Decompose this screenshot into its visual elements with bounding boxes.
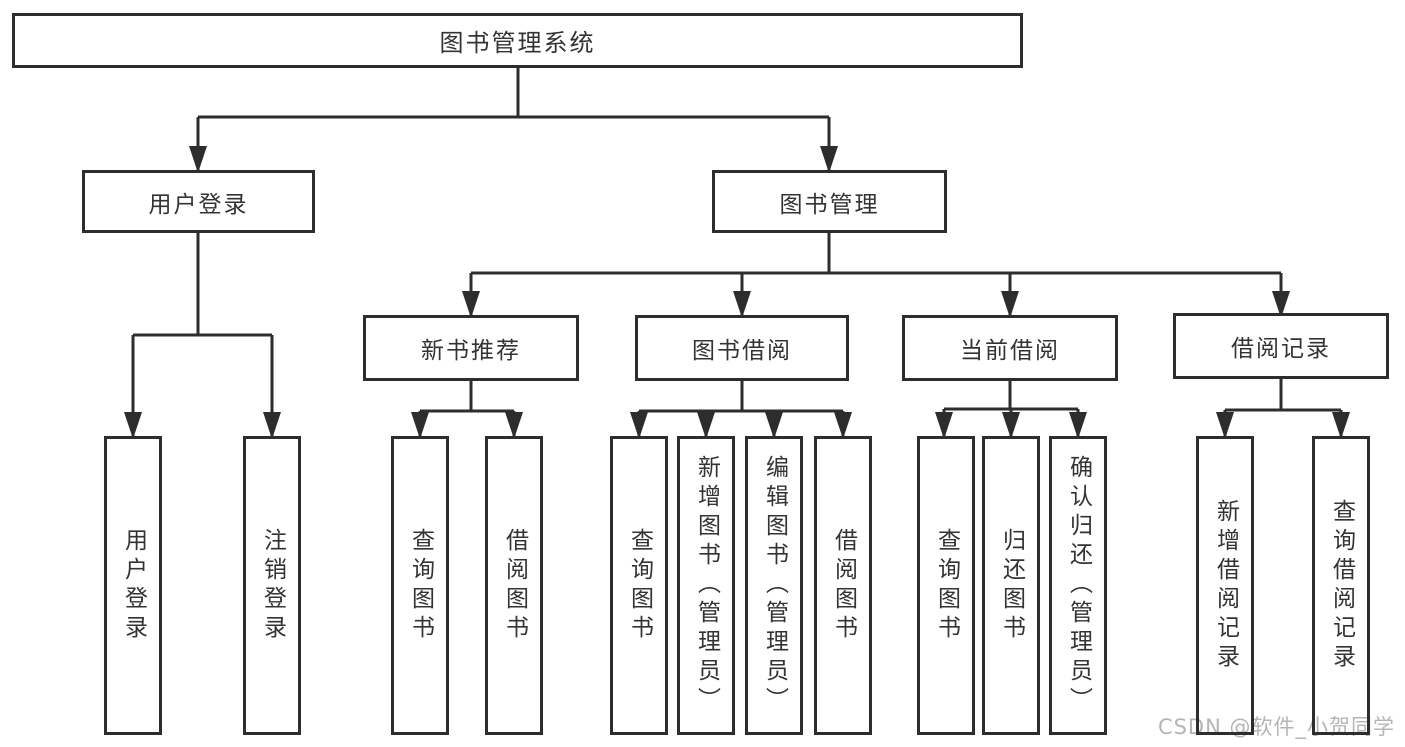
node-current-borrow-label: 当前借阅	[960, 338, 1060, 364]
leaf-logout-label: 注销登录	[259, 527, 286, 644]
leaf-borrow-add-book-label: 新增图书（管理员）	[693, 455, 720, 716]
connector-user-login	[124, 233, 281, 439]
leaf-borrow-borrow-book-label: 借阅图书	[830, 527, 857, 644]
leaf-newrec-borrow-book: 借阅图书	[485, 436, 543, 735]
node-book-management-label: 图书管理	[779, 191, 880, 218]
connector-book-management	[462, 233, 1290, 318]
connector-borrow-records	[1216, 378, 1350, 439]
leaf-newrec-borrow-book-label: 借阅图书	[501, 527, 528, 644]
node-book-borrow: 图书借阅	[635, 315, 849, 381]
node-borrow-records: 借阅记录	[1173, 313, 1389, 379]
leaf-current-confirm-return-label: 确认归还（管理员）	[1065, 455, 1092, 716]
leaf-current-return-book-label: 归还图书	[998, 527, 1025, 644]
node-new-book-recommend-label: 新书推荐	[421, 338, 521, 364]
node-book-management: 图书管理	[712, 170, 947, 233]
leaf-borrow-query-book: 查询图书	[610, 436, 668, 735]
node-user-login-label: 用户登录	[148, 191, 249, 218]
connector-root	[189, 68, 838, 173]
leaf-records-query-record-label: 查询借阅记录	[1328, 498, 1355, 673]
leaf-user-login-label: 用户登录	[120, 527, 147, 644]
watermark: CSDN @软件_小贺同学	[1157, 715, 1395, 739]
connector-book-borrow	[630, 381, 852, 439]
leaf-current-query-book: 查询图书	[917, 436, 975, 735]
node-current-borrow: 当前借阅	[902, 315, 1118, 381]
leaf-borrow-edit-book: 编辑图书（管理员）	[745, 436, 803, 735]
node-root-label: 图书管理系统	[439, 29, 596, 57]
leaf-current-confirm-return: 确认归还（管理员）	[1049, 436, 1107, 735]
leaf-records-query-record: 查询借阅记录	[1312, 436, 1370, 735]
connector-current-borrow	[935, 381, 1087, 439]
leaf-current-query-book-label: 查询图书	[933, 527, 960, 644]
leaf-user-login: 用户登录	[104, 436, 162, 735]
node-user-login: 用户登录	[82, 170, 315, 233]
leaf-borrow-borrow-book: 借阅图书	[814, 436, 872, 735]
connector-new-book-recommend	[411, 381, 523, 439]
node-new-book-recommend: 新书推荐	[363, 315, 579, 381]
leaf-current-return-book: 归还图书	[982, 436, 1040, 735]
leaf-newrec-query-book-label: 查询图书	[407, 527, 434, 644]
leaf-records-add-record-label: 新增借阅记录	[1212, 498, 1239, 673]
leaf-logout: 注销登录	[243, 436, 301, 735]
leaf-borrow-add-book: 新增图书（管理员）	[677, 436, 735, 735]
node-root: 图书管理系统	[12, 13, 1023, 68]
leaf-records-add-record: 新增借阅记录	[1196, 436, 1254, 735]
leaf-newrec-query-book: 查询图书	[391, 436, 449, 735]
node-book-borrow-label: 图书借阅	[692, 338, 792, 364]
node-borrow-records-label: 借阅记录	[1231, 336, 1331, 362]
leaf-borrow-edit-book-label: 编辑图书（管理员）	[761, 455, 788, 716]
leaf-borrow-query-book-label: 查询图书	[626, 527, 653, 644]
